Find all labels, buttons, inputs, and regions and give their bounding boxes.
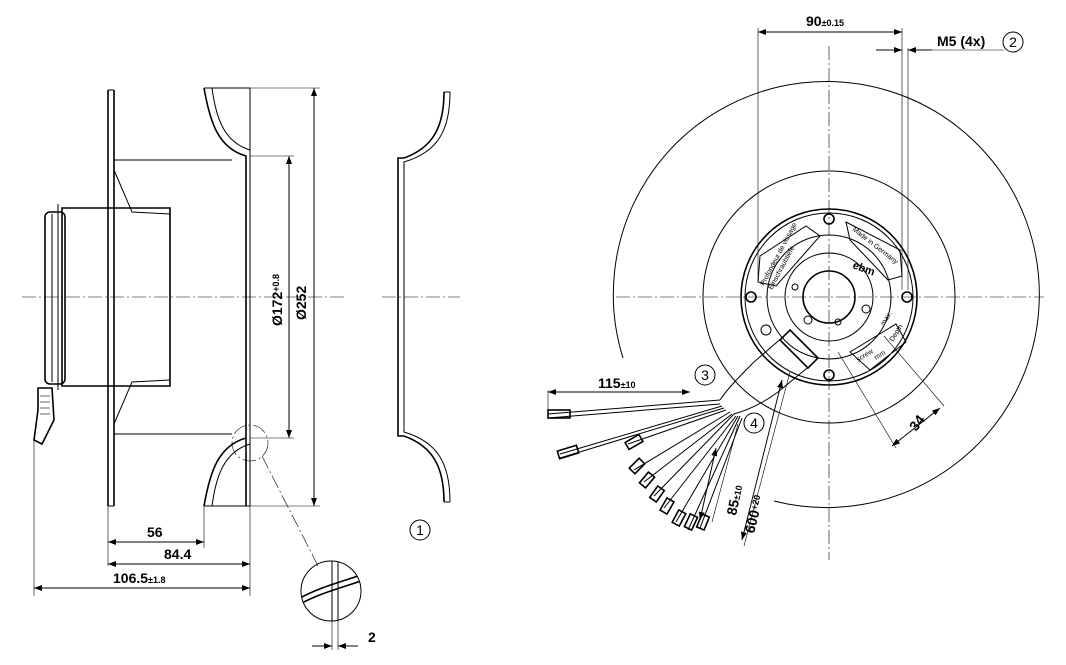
dim-diameter-172: Ø172+0.8 xyxy=(269,274,285,326)
dim-600: 600+20 xyxy=(741,493,766,534)
dim-85: 85±10 xyxy=(723,483,745,516)
dim-m5: M5 (4x) xyxy=(937,33,985,49)
detail-view xyxy=(300,560,362,650)
label-brand: ebm xyxy=(851,260,877,279)
dim-84-4: 84.4 xyxy=(164,546,191,562)
label-depth-max: max. xyxy=(880,310,894,327)
dim-diameter-252: Ø252 xyxy=(293,286,309,320)
dim-115: 115±10 xyxy=(598,375,636,391)
callout-1-circle xyxy=(409,519,431,541)
callout-4-circle xyxy=(743,412,765,434)
inlet-ring-view xyxy=(382,91,460,503)
label-depth: Depth xyxy=(889,323,905,343)
dim-106-5: 106.5±1.8 xyxy=(113,570,166,586)
callout-2-circle xyxy=(1002,31,1024,53)
dim-56: 56 xyxy=(147,524,163,540)
callout-4: 4 xyxy=(750,415,758,431)
callout-1: 1 xyxy=(416,522,424,538)
dim-90: 90±0.15 xyxy=(806,13,844,29)
dim-34: 34 xyxy=(906,412,928,434)
dim-2: 2 xyxy=(368,629,376,645)
callout-2: 2 xyxy=(1009,34,1017,50)
callout-3-circle xyxy=(694,364,716,386)
callout-3: 3 xyxy=(701,367,709,383)
side-view xyxy=(22,87,345,596)
front-view xyxy=(547,28,1044,560)
